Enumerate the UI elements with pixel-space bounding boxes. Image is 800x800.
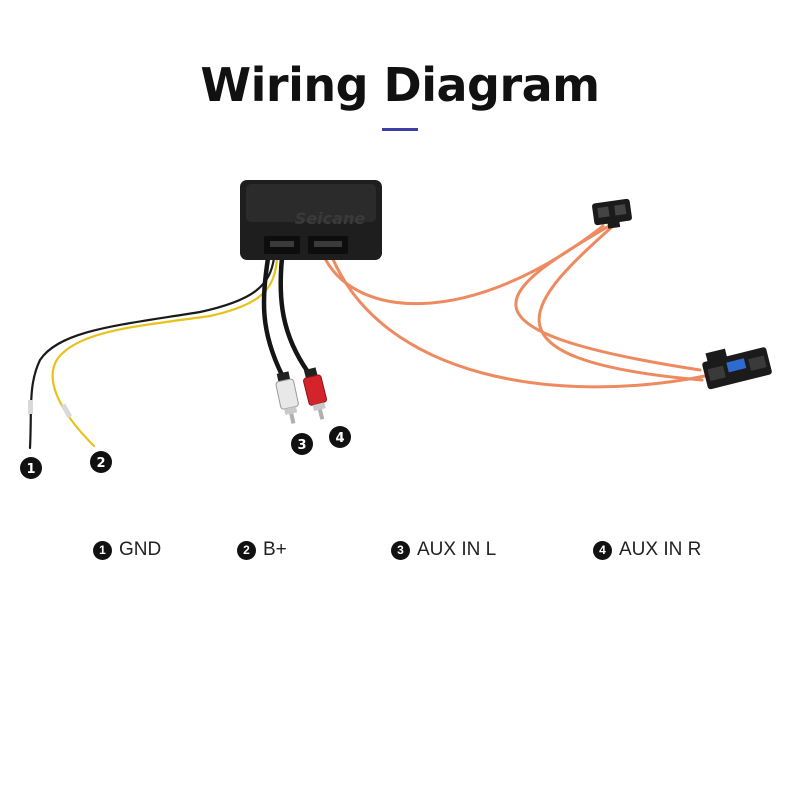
yellow-wire-tip	[60, 403, 73, 419]
legend-item-gnd: 1 GND	[93, 538, 161, 562]
fiber-connector-top	[592, 198, 632, 229]
fiber-cable-c	[514, 224, 702, 372]
legend-label: AUX IN R	[619, 539, 702, 560]
rca-cables	[261, 255, 311, 378]
rca-plug-left	[275, 371, 299, 424]
yellow-wire	[51, 256, 279, 448]
legend-label: B+	[263, 539, 287, 560]
callout-2: 2	[90, 451, 112, 473]
callout-3: 3	[291, 433, 313, 455]
fiber-connector-bottom	[702, 347, 772, 390]
module-box: Seicane	[240, 180, 382, 260]
title-underline	[382, 128, 418, 131]
diagram-title: Wiring Diagram	[200, 58, 600, 112]
callout-4: 4	[329, 426, 351, 448]
fiber-optic-cables	[320, 224, 707, 389]
fiber-cable-b	[328, 250, 707, 389]
legend-item-aux-in-r: 4 AUX IN R	[593, 538, 701, 562]
callout-1: 1	[20, 457, 42, 479]
legend-badge: 4	[593, 540, 612, 560]
brand-label: Seicane	[295, 209, 366, 228]
legend-item-b-plus: 2 B+	[237, 538, 287, 562]
svg-text:2: 2	[96, 456, 105, 471]
svg-text:3: 3	[297, 438, 306, 453]
legend-item-aux-in-l: 3 AUX IN L	[391, 538, 496, 562]
svg-text:1: 1	[26, 462, 35, 477]
power-wires	[28, 256, 279, 450]
svg-text:4: 4	[335, 431, 344, 446]
legend-badge: 3	[391, 540, 410, 560]
legend-badge: 2	[237, 540, 256, 560]
black-wire-tip	[28, 400, 33, 414]
fiber-cable-d	[537, 224, 704, 382]
black-wire	[28, 256, 276, 450]
legend-label: GND	[119, 539, 162, 560]
legend-label: AUX IN L	[417, 539, 497, 560]
legend-badge: 1	[93, 540, 112, 560]
rca-plug-right	[303, 367, 328, 420]
rca-right-cable	[278, 255, 311, 375]
rca-left-cable	[261, 255, 285, 378]
